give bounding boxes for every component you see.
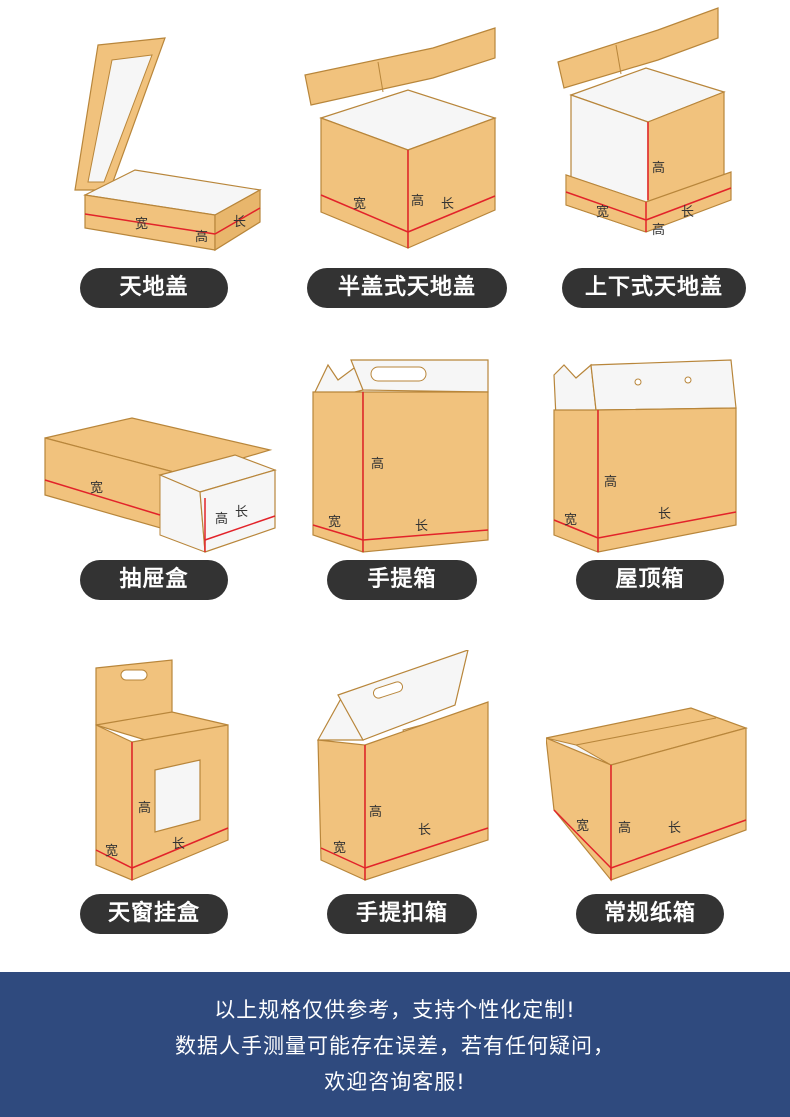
handle-buckle-box-illustration: 高 宽 长 <box>316 650 489 881</box>
box-card-window-hanger: 高 宽 长 天窗挂盒 <box>20 650 283 970</box>
dim-width-label: 宽 <box>328 514 341 530</box>
updown-box-illustration: 高 宽 高 长 <box>557 7 732 238</box>
dim-width-label: 宽 <box>576 818 589 834</box>
dim-width-label: 宽 <box>596 204 609 220</box>
box-card-roof: 高 宽 长 屋顶箱 <box>546 330 790 650</box>
dim-length-label: 长 <box>233 215 246 230</box>
dim-height-label: 高 <box>371 456 384 472</box>
dim-width-label: 宽 <box>333 840 346 856</box>
footer-notice: 以上规格仅供参考，支持个性化定制! 数据人手测量可能存在误差，若有任何疑问， 欢… <box>0 972 790 1117</box>
footer-line-1: 以上规格仅供参考，支持个性化定制! <box>214 998 576 1022</box>
dim-length-label: 长 <box>235 505 248 520</box>
box-card-drawer: 宽 高 长 抽屉盒 <box>20 330 283 650</box>
box-card-half-lid: 宽 高 长 半盖式天地盖 <box>283 0 546 320</box>
dim-length-label: 长 <box>681 205 694 220</box>
box-style-grid: 宽 高 长 天地盖 宽 高 长 半盖式天地盖 <box>20 0 790 970</box>
dim-width-label: 宽 <box>564 512 577 528</box>
box-label-window-hanger: 天窗挂盒 <box>80 894 228 934</box>
box-card-regular-carton: 宽 高 长 常规纸箱 <box>546 650 790 970</box>
dim-width-label: 宽 <box>90 480 103 496</box>
dim-length-label: 长 <box>418 823 431 838</box>
dim-height-label: 高 <box>215 511 228 527</box>
dim-width-label: 宽 <box>353 196 366 212</box>
handle-box-illustration: 高 宽 长 <box>312 359 489 553</box>
box-label-half-lid: 半盖式天地盖 <box>307 268 507 308</box>
box-label-tiandi: 天地盖 <box>80 268 228 308</box>
box-label-updown: 上下式天地盖 <box>562 268 746 308</box>
box-card-handle-buckle: 高 宽 长 手提扣箱 <box>283 650 546 970</box>
dim-height-label-2: 高 <box>652 222 665 238</box>
dim-length-label: 长 <box>415 519 428 534</box>
drawer-box-illustration: 宽 高 长 <box>44 417 277 553</box>
dim-width-label: 宽 <box>105 843 118 859</box>
box-label-handle-buckle: 手提扣箱 <box>327 894 477 934</box>
window-hanger-box-illustration: 高 宽 长 <box>95 659 229 881</box>
box-card-tiandi: 宽 高 长 天地盖 <box>20 0 283 320</box>
box-label-roof: 屋顶箱 <box>576 560 724 600</box>
footer-line-2: 数据人手测量可能存在误差，若有任何疑问， <box>175 1034 615 1058</box>
half-lid-box-illustration: 宽 高 长 <box>304 27 497 249</box>
regular-carton-illustration: 宽 高 长 <box>546 707 748 882</box>
dim-height-label: 高 <box>604 474 617 490</box>
box-card-handle: 高 宽 长 手提箱 <box>283 330 546 650</box>
footer-line-3: 欢迎咨询客服! <box>324 1070 466 1094</box>
dim-height-label: 高 <box>618 820 631 836</box>
box-label-regular-carton: 常规纸箱 <box>576 894 724 934</box>
roof-box-illustration: 高 宽 长 <box>553 359 737 553</box>
dim-length-label: 长 <box>658 507 671 522</box>
dim-height-label: 高 <box>138 800 151 816</box>
dim-height-label: 高 <box>195 229 208 245</box>
tiandi-box-illustration: 宽 高 长 <box>74 37 262 252</box>
dim-height-label: 高 <box>411 193 424 209</box>
dim-width-label: 宽 <box>135 216 148 232</box>
dim-length-label: 长 <box>441 197 454 212</box>
dim-length-label: 长 <box>172 837 185 852</box>
dim-height-label: 高 <box>652 160 665 176</box>
dim-height-label: 高 <box>369 804 382 820</box>
box-card-updown: 高 宽 高 长 上下式天地盖 <box>546 0 790 320</box>
box-label-drawer: 抽屉盒 <box>80 560 228 600</box>
box-label-handle: 手提箱 <box>327 560 477 600</box>
dim-length-label: 长 <box>668 821 681 836</box>
